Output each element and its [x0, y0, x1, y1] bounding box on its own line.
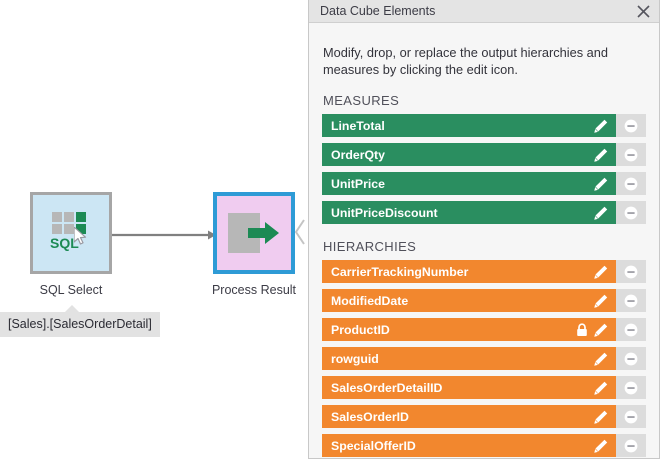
item-label: UnitPrice	[331, 176, 385, 191]
remove-button[interactable]	[616, 347, 646, 370]
item-chip[interactable]: rowguid	[322, 347, 616, 370]
node-label-sql-select: SQL Select	[39, 283, 103, 297]
minus-circle-icon	[624, 206, 638, 219]
pencil-icon[interactable]	[594, 119, 608, 133]
section-header-hierarchies: HIERARCHIES	[323, 239, 417, 254]
chevron-left-icon[interactable]	[295, 218, 307, 246]
minus-circle-icon	[624, 177, 638, 190]
pencil-icon[interactable]	[594, 265, 608, 279]
minus-circle-icon	[624, 410, 638, 423]
pencil-icon[interactable]	[594, 206, 608, 220]
list-item[interactable]: SpecialOfferID	[322, 434, 646, 457]
cursor-arrow-icon	[74, 227, 87, 245]
item-label: SalesOrderID	[331, 409, 409, 424]
minus-circle-icon	[624, 265, 638, 278]
list-item[interactable]: OrderQty	[322, 143, 646, 166]
list-item[interactable]: SalesOrderDetailID	[322, 376, 646, 399]
item-chip[interactable]: SalesOrderDetailID	[322, 376, 616, 399]
pencil-icon[interactable]	[594, 323, 608, 337]
panel-description: Modify, drop, or replace the output hier…	[323, 45, 609, 77]
close-icon[interactable]	[633, 1, 653, 21]
sql-cell	[52, 212, 62, 222]
lock-icon	[577, 322, 587, 336]
item-chip[interactable]: UnitPrice	[322, 172, 616, 195]
pencil-icon[interactable]	[594, 294, 608, 308]
panel-title: Data Cube Elements	[320, 4, 436, 18]
sql-cell	[76, 224, 86, 234]
remove-button[interactable]	[616, 201, 646, 224]
node-tooltip: [Sales].[SalesOrderDetail]	[0, 312, 160, 337]
item-label: UnitPriceDiscount	[331, 205, 438, 220]
sql-cell	[52, 224, 62, 234]
panel-titlebar: Data Cube Elements	[309, 0, 659, 23]
pencil-icon[interactable]	[594, 148, 608, 162]
section-header-measures: MEASURES	[323, 93, 400, 108]
minus-circle-icon	[624, 381, 638, 394]
minus-circle-icon	[624, 148, 638, 161]
item-label: SpecialOfferID	[331, 438, 416, 453]
item-chip[interactable]: ModifiedDate	[322, 289, 616, 312]
pencil-icon[interactable]	[594, 439, 608, 453]
list-item[interactable]: ModifiedDate	[322, 289, 646, 312]
item-chip[interactable]: ProductID	[322, 318, 616, 341]
item-chip[interactable]: SpecialOfferID	[322, 434, 616, 457]
pencil-icon[interactable]	[594, 410, 608, 424]
item-label: rowguid	[331, 351, 379, 366]
remove-button[interactable]	[616, 376, 646, 399]
arrow-right-icon	[248, 222, 279, 244]
sql-cell	[64, 224, 74, 234]
node-process-result[interactable]	[213, 192, 295, 274]
list-item[interactable]: ProductID	[322, 318, 646, 341]
flow-canvas: SQL SQL Select Process Result [Sales].[S…	[0, 0, 308, 471]
remove-button[interactable]	[616, 172, 646, 195]
minus-circle-icon	[624, 439, 638, 452]
tooltip-pointer	[64, 305, 80, 313]
node-label-process-result: Process Result	[211, 283, 297, 297]
minus-circle-icon	[624, 352, 638, 365]
list-item[interactable]: UnitPriceDiscount	[322, 201, 646, 224]
sql-cell	[64, 212, 74, 222]
remove-button[interactable]	[616, 143, 646, 166]
item-chip[interactable]: SalesOrderID	[322, 405, 616, 428]
sql-icon-text: SQL	[50, 235, 79, 251]
sql-cell	[76, 212, 86, 222]
pencil-icon[interactable]	[594, 177, 608, 191]
remove-button[interactable]	[616, 405, 646, 428]
list-item[interactable]: SalesOrderID	[322, 405, 646, 428]
process-export-icon	[228, 213, 280, 253]
list-item[interactable]: UnitPrice	[322, 172, 646, 195]
item-chip[interactable]: OrderQty	[322, 143, 616, 166]
item-label: LineTotal	[331, 118, 385, 133]
list-item[interactable]: rowguid	[322, 347, 646, 370]
item-label: CarrierTrackingNumber	[331, 264, 469, 279]
remove-button[interactable]	[616, 114, 646, 137]
item-label: SalesOrderDetailID	[331, 380, 443, 395]
list-item[interactable]: LineTotal	[322, 114, 646, 137]
item-chip[interactable]: CarrierTrackingNumber	[322, 260, 616, 283]
node-sql-select[interactable]: SQL	[30, 192, 112, 274]
item-label: ProductID	[331, 322, 390, 337]
pencil-icon[interactable]	[594, 381, 608, 395]
connector-arrow	[112, 230, 216, 240]
item-chip[interactable]: UnitPriceDiscount	[322, 201, 616, 224]
pencil-icon[interactable]	[594, 352, 608, 366]
panel-body: Modify, drop, or replace the output hier…	[309, 23, 659, 458]
data-cube-elements-panel: Data Cube Elements Modify, drop, or repl…	[308, 0, 660, 459]
minus-circle-icon	[624, 119, 638, 132]
remove-button[interactable]	[616, 289, 646, 312]
minus-circle-icon	[624, 323, 638, 336]
remove-button[interactable]	[616, 318, 646, 341]
sql-grid-icon: SQL	[48, 210, 94, 256]
remove-button[interactable]	[616, 260, 646, 283]
item-label: OrderQty	[331, 147, 385, 162]
item-label: ModifiedDate	[331, 293, 409, 308]
minus-circle-icon	[624, 294, 638, 307]
item-chip[interactable]: LineTotal	[322, 114, 616, 137]
list-item[interactable]: CarrierTrackingNumber	[322, 260, 646, 283]
remove-button[interactable]	[616, 434, 646, 457]
